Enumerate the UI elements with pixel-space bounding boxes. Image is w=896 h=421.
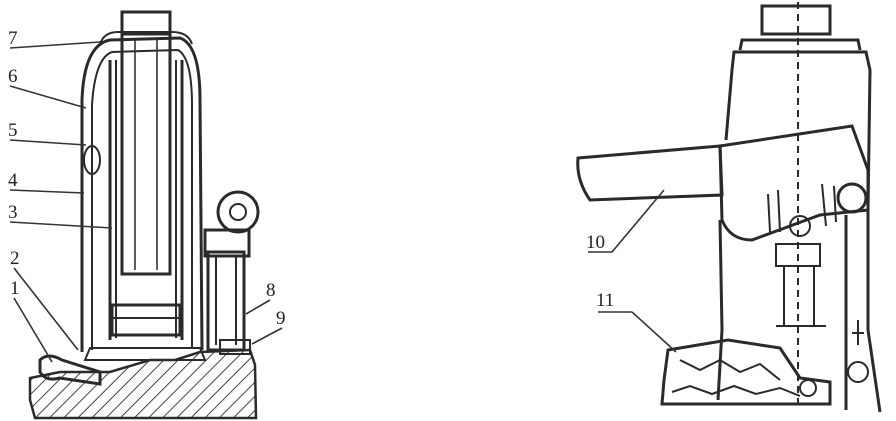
sectional-view xyxy=(28,10,260,420)
ext-base xyxy=(660,338,832,406)
label-10: 10 xyxy=(586,232,605,253)
housing-inner-wall xyxy=(91,48,193,350)
pivot-pin xyxy=(789,215,811,237)
leader-11b xyxy=(631,311,677,353)
leader-5 xyxy=(9,139,87,146)
pump-cylinder xyxy=(206,250,246,352)
jack-base-section xyxy=(28,348,258,420)
label-5: 5 xyxy=(8,120,18,141)
leader-1 xyxy=(13,297,53,363)
leader-4 xyxy=(9,189,85,194)
leader-9 xyxy=(251,327,283,345)
handle-pivot xyxy=(836,182,868,214)
part-labels: 7 6 5 4 3 2 1 8 9 10 11 xyxy=(8,28,614,329)
leader-6 xyxy=(9,85,87,109)
leader-7 xyxy=(9,41,101,49)
pump-valve xyxy=(219,339,251,355)
label-4: 4 xyxy=(8,170,18,191)
release-valve xyxy=(847,361,869,383)
outer-housing xyxy=(80,36,204,352)
label-11: 11 xyxy=(596,290,614,311)
label-3: 3 xyxy=(8,202,18,223)
label-1: 1 xyxy=(10,278,20,299)
top-screw-cap xyxy=(120,10,172,36)
ext-housing-right xyxy=(730,50,882,413)
leader-8 xyxy=(245,299,271,315)
release-screw xyxy=(38,354,102,386)
label-6: 6 xyxy=(8,66,18,87)
leader-3 xyxy=(9,221,113,229)
label-7: 7 xyxy=(8,28,18,49)
piston-head xyxy=(110,303,182,337)
oil-window xyxy=(83,145,101,175)
ext-top-cap xyxy=(760,4,832,36)
leader-lines xyxy=(9,41,677,363)
top-seal-ring xyxy=(99,31,193,45)
pump-lever-socket xyxy=(216,190,260,234)
external-view xyxy=(576,2,882,413)
label-8: 8 xyxy=(266,280,276,301)
leader-2 xyxy=(13,267,79,351)
bottom-seal xyxy=(83,347,207,361)
handle-socket xyxy=(718,124,870,242)
ext-housing-left xyxy=(724,69,734,141)
leader-10b xyxy=(611,189,665,253)
ext-top-ring xyxy=(738,38,862,51)
ram-piston xyxy=(120,32,172,276)
label-2: 2 xyxy=(10,248,20,269)
pump-handle xyxy=(576,144,724,202)
label-9: 9 xyxy=(276,308,286,329)
